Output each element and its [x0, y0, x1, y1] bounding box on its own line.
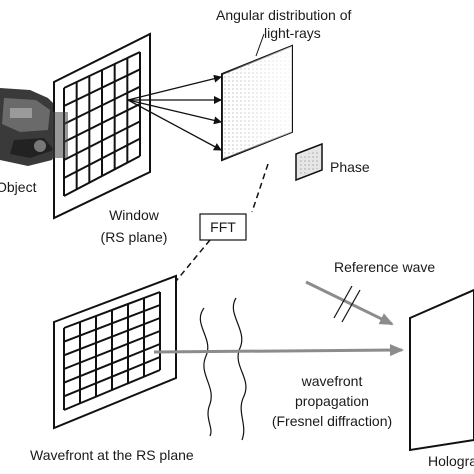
wavefront-label-line2: propagation [295, 393, 369, 409]
fft-box [199, 213, 247, 241]
wavefront-label-line1: wavefront [301, 373, 363, 389]
angular-distribution-plane [221, 44, 293, 162]
grid-line-horizontal [63, 155, 141, 197]
reference-wave-label: Reference wave [334, 259, 435, 275]
wavefront-rs-label: Wavefront at the RS plane [30, 447, 194, 463]
phase-label: Phase [330, 159, 370, 175]
grid-line-horizontal [63, 356, 161, 398]
object-label: Object [0, 179, 37, 195]
window-label-line2: (RS plane) [101, 229, 168, 245]
propagation-arrow [153, 344, 404, 357]
fft-label: FFT [210, 219, 236, 235]
reference-wave-arrow [305, 280, 394, 326]
wavefront-waves [199, 297, 247, 441]
window-rs-plane [52, 32, 151, 220]
wavefront-label-line3: (Fresnel diffraction) [272, 413, 392, 429]
phase-plane [295, 142, 323, 182]
light-rays [127, 74, 222, 151]
reference-break-mark-1 [333, 285, 353, 319]
phase-to-fft-dashed [251, 163, 269, 213]
angular-leader-line [255, 33, 265, 57]
angular-label-line2: light-rays [264, 25, 321, 41]
hologram-label: Hologram [428, 453, 474, 469]
window-label-line1: Window [109, 207, 160, 223]
object-overlap-shadow [52, 112, 68, 158]
object-illustration [0, 88, 62, 166]
wavefront-rs-plane [53, 274, 177, 430]
reference-break-mark-2 [341, 289, 361, 323]
angular-label-line1: Angular distribution of [216, 7, 352, 23]
grid-line-horizontal [63, 369, 161, 411]
grid-line-horizontal [63, 137, 141, 179]
wavefront-grid [63, 291, 161, 411]
hologram-plane [409, 288, 474, 452]
